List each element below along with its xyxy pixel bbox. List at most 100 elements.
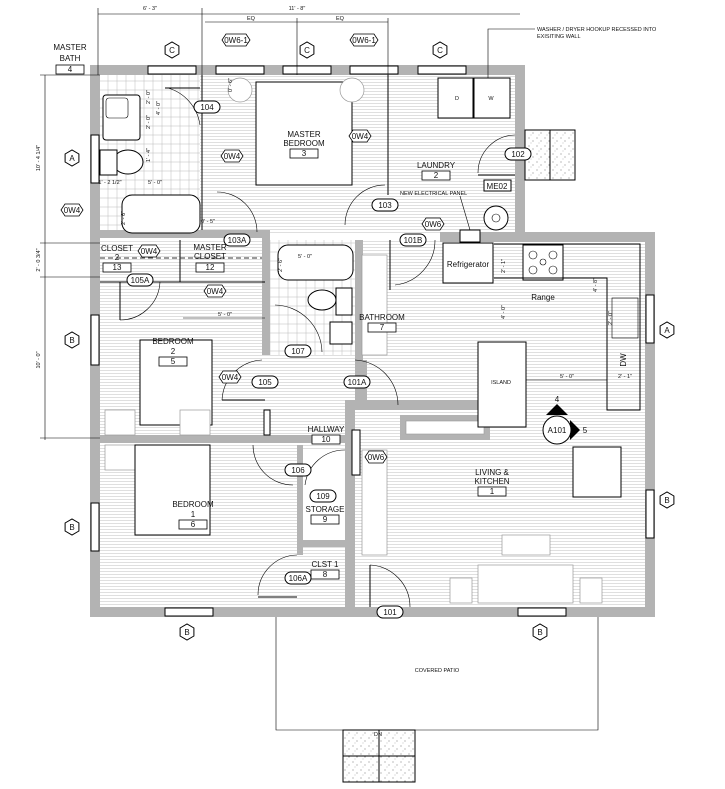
wall-type-tag-shape xyxy=(364,450,388,464)
door-tag-bubble xyxy=(126,273,154,287)
dimension-bath-a: 2' - 0" xyxy=(146,90,152,104)
room-name2-bedroom2: 2 xyxy=(171,347,176,356)
door-tag: 102 xyxy=(511,150,525,159)
window-tag-hexagon xyxy=(659,321,675,339)
dimension-bed2: 5' - 0" xyxy=(218,312,232,318)
door-tag: 101B xyxy=(404,236,423,245)
door-tag-bubble xyxy=(284,463,312,477)
room-name-laundry: LAUNDRY xyxy=(417,161,456,170)
window-tag-hexagon xyxy=(659,491,675,509)
dimension-kit-d: 2' - 0" xyxy=(608,311,614,325)
wall-type-tag: 0W6-1 xyxy=(352,36,376,45)
dimension-eq2: EQ xyxy=(336,16,345,22)
wall-type-tag-shape xyxy=(348,129,372,143)
window-tag-hexagon xyxy=(299,41,315,59)
dimension-kit-a: 2' - 1" xyxy=(501,259,507,273)
wall-type-tag: 0W6 xyxy=(368,453,385,462)
windows xyxy=(90,65,655,617)
section-marker xyxy=(542,415,572,445)
window-tag-hexagon xyxy=(532,623,548,641)
room-number-hallway-box xyxy=(311,434,341,445)
room-name-master_bedroom: MASTER xyxy=(287,130,321,139)
dimension-bath-h: 0' - 5" xyxy=(201,219,215,225)
room-number-closet-box xyxy=(102,262,132,273)
door-tag-bubble xyxy=(223,233,251,247)
window-tag: C xyxy=(437,46,443,55)
room-number-living: 1 xyxy=(490,487,495,496)
wall-type-tag: 0W4 xyxy=(141,247,158,256)
dimension-left-mid: 2' - 0 3/4" xyxy=(36,248,42,271)
room-name2-master_bedroom: BEDROOM xyxy=(283,139,325,148)
window-tag: C xyxy=(304,46,310,55)
window-tag: B xyxy=(69,336,74,345)
door-tag: 101 xyxy=(383,608,397,617)
room-name2-closet: 2 xyxy=(115,253,120,262)
wall-type-tag: 0W4 xyxy=(222,373,239,382)
refrigerator-label: Refrigerator xyxy=(447,260,490,269)
dimension-kit-b: 4' - 0" xyxy=(501,305,507,319)
dryer-label: D xyxy=(455,96,459,102)
room-name-patio: COVERED PATIO xyxy=(415,668,460,674)
wall-type-tag: 0W4 xyxy=(352,132,369,141)
dimension-left-lower: 10' - 0" xyxy=(36,351,42,368)
dimension-tub-w: 2' - 6" xyxy=(278,258,284,272)
window-tag: B xyxy=(69,523,74,532)
dimension-bath-g: 2' - 6" xyxy=(121,211,127,225)
section-view-b: 5 xyxy=(583,426,588,435)
room-name-bathroom: BATHROOM xyxy=(359,313,405,322)
window-tag-hexagon xyxy=(64,518,80,536)
window-tag-hexagon xyxy=(64,149,80,167)
room-number-master_bedroom-box xyxy=(289,148,319,159)
room-number-bathroom-box xyxy=(367,322,397,333)
room-number-living-box xyxy=(477,486,507,497)
stairs-label: DN xyxy=(374,732,382,738)
room-number-bedroom1: 6 xyxy=(191,520,196,529)
island-label: ISLAND xyxy=(491,380,511,386)
room-number-storage-box xyxy=(310,514,340,525)
wall-type-tag-shape xyxy=(220,149,244,163)
window-tag: B xyxy=(184,628,189,637)
room-number-hallway: 10 xyxy=(322,435,331,444)
room-number-storage: 9 xyxy=(323,515,328,524)
room-name-bedroom2: BEDROOM xyxy=(152,337,194,346)
room-name2-master_closet: CLOSET xyxy=(194,252,226,261)
room-number-clst1: 8 xyxy=(323,570,328,579)
window-tag-hexagon xyxy=(64,331,80,349)
door-tag: 105 xyxy=(258,378,272,387)
room-number-bedroom1-box xyxy=(178,519,208,530)
room-number-master_closet: 12 xyxy=(206,263,215,272)
wall-type-tag-shape xyxy=(421,217,445,231)
wall-type-tag: 0W4 xyxy=(207,287,224,296)
section-arrow-icon xyxy=(546,404,568,415)
dimension-kit-f: 2' - 1" xyxy=(618,374,632,380)
room-name-clst1: CLST 1 xyxy=(312,560,340,569)
room-number-laundry-box xyxy=(421,170,451,181)
door-tag: 106 xyxy=(291,466,305,475)
door-tag-bubble xyxy=(371,198,399,212)
room-name2-bedroom1: 1 xyxy=(191,510,196,519)
room-name-closet: CLOSET xyxy=(101,244,133,253)
electrical-panel-note: NEW ELECTRICAL PANEL xyxy=(400,191,467,197)
door-tag-bubble xyxy=(309,489,337,503)
room-number-master_bath-box xyxy=(55,64,85,75)
room-number-master_bath: 4 xyxy=(68,65,73,74)
range-label: Range xyxy=(531,293,555,302)
wall-type-tag: 0W4 xyxy=(224,152,241,161)
doors xyxy=(119,87,516,608)
dimension-lines xyxy=(40,8,607,440)
dimension-bath-f: 5' - 0" xyxy=(148,180,162,186)
door-tag-bubble xyxy=(399,233,427,247)
room-name-living: LIVING & xyxy=(475,468,509,477)
room-name-hallway: HALLWAY xyxy=(308,425,345,434)
dimension-bath-e: 1' - 2 1/2" xyxy=(98,180,121,186)
door-tag-bubble xyxy=(284,344,312,358)
window-tag-hexagon xyxy=(164,41,180,59)
window-tag: C xyxy=(169,46,175,55)
door-tag-bubble xyxy=(251,375,279,389)
room-number-master_bedroom: 3 xyxy=(302,149,307,158)
dimension-left-upper: 10' - 4 1/4" xyxy=(36,145,42,171)
wall-type-tag-shape xyxy=(218,370,242,384)
wall-type-tag: 0W6 xyxy=(425,220,442,229)
door-tag-bubble xyxy=(504,147,532,161)
wall-type-tag-shape xyxy=(221,33,251,47)
